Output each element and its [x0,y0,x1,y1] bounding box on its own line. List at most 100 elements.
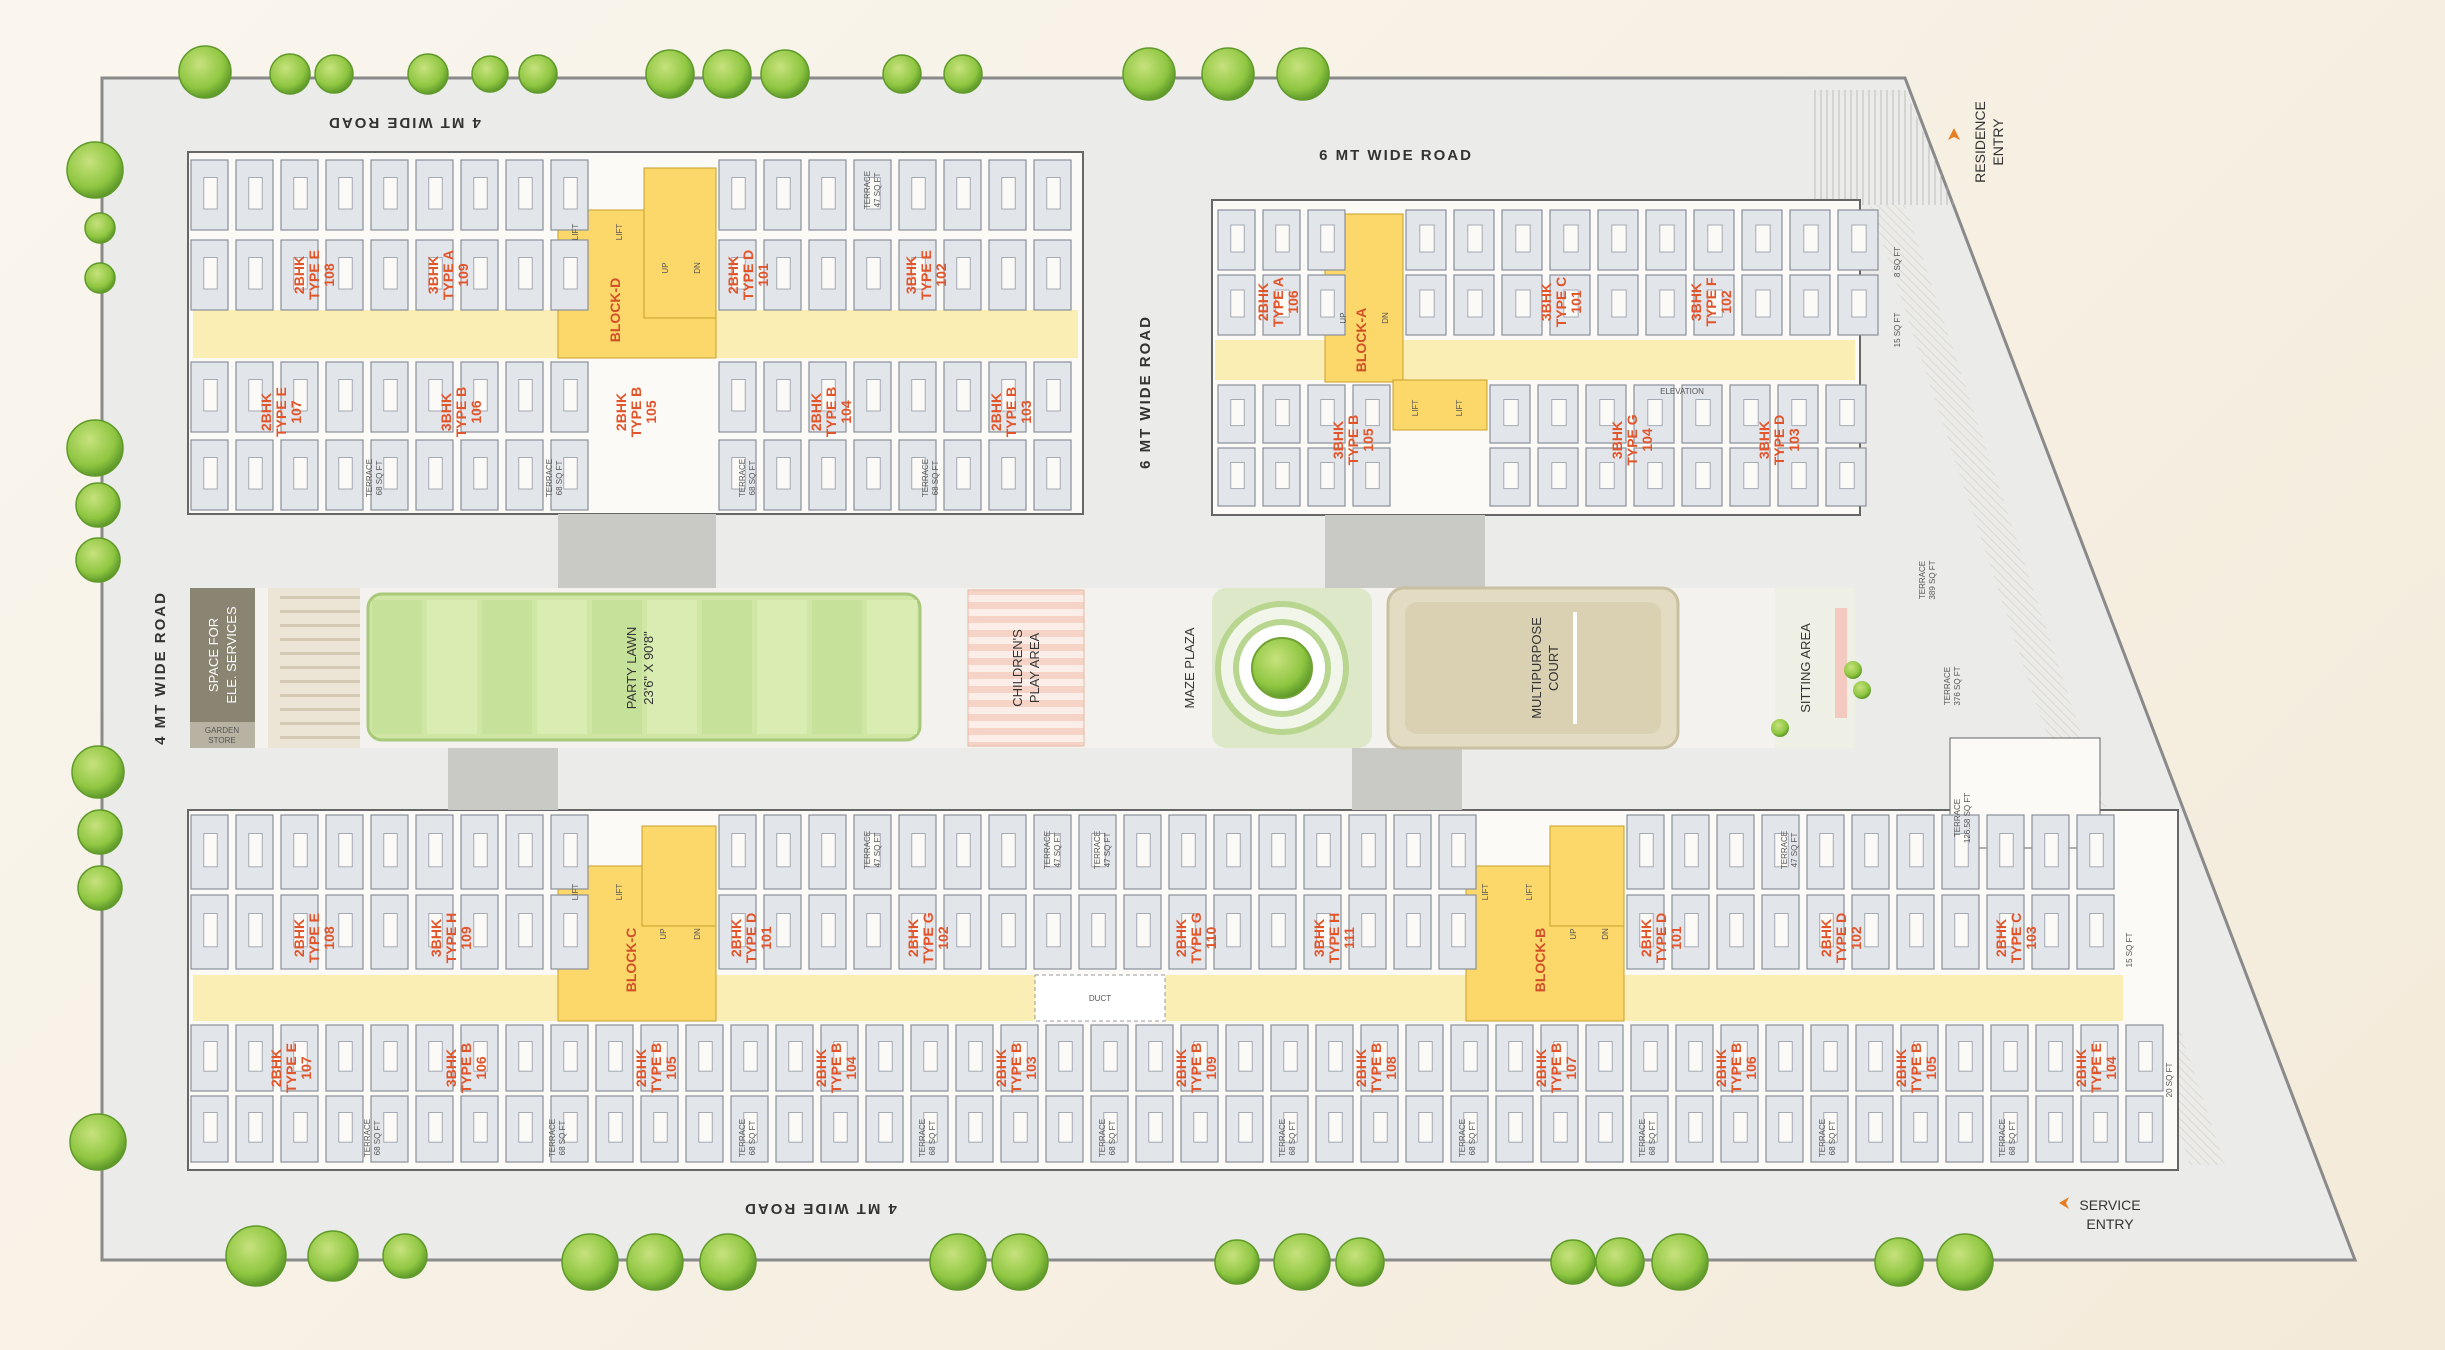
furniture [1999,833,2014,868]
paving-stripe [280,680,360,683]
furniture [383,177,398,210]
furniture [1508,1112,1523,1143]
furniture [563,1112,578,1143]
furniture [1283,1112,1298,1143]
unit-label: 2BHKTYPE B107 [1533,1043,1579,1094]
furniture [1230,224,1245,253]
furniture [1803,224,1819,253]
furniture [563,379,578,412]
furniture [203,913,218,948]
furniture [563,257,578,290]
furniture [776,833,791,868]
furniture [473,833,488,868]
furniture [1851,289,1867,318]
furniture [248,457,263,490]
furniture [293,379,308,412]
room [865,1095,904,1163]
tree-icon [382,1233,428,1279]
road-label-top-right: 6 MT WIDE ROAD [1319,147,1473,164]
terrace-label: TERRACE68 SQ FT [365,459,384,497]
furniture [776,913,791,948]
unit-label: 3BHKTYPE C101 [1538,277,1584,328]
room [1307,209,1346,271]
furniture [956,913,971,948]
furniture [1639,913,1654,948]
block-d-label: BLOCK-D [607,278,623,343]
tree-icon [702,49,752,99]
furniture [1226,913,1241,948]
furniture [1046,257,1061,290]
residence-gate [1810,90,1955,205]
paving-stripe [280,638,360,641]
furniture [1046,457,1061,490]
furniture [428,1112,443,1143]
furniture [1819,833,1834,868]
maze-plaza [1212,588,1372,748]
furniture [1774,913,1789,948]
furniture [956,379,971,412]
lift-label: LIFT [571,884,580,901]
furniture [1755,289,1771,318]
furniture [1361,833,1376,868]
furniture [878,1112,893,1143]
furniture [338,1041,353,1072]
unit-label: 2BHKTYPE A106 [1255,277,1301,327]
unit-label: 3BHKTYPE B106 [443,1043,489,1094]
lift-label: LIFT [1411,400,1420,417]
unit-label: 2BHKTYPE B104 [813,1043,859,1094]
furniture [731,833,746,868]
terrace-label: 8 SQ FT [1893,247,1902,277]
furniture [338,913,353,948]
furniture [1365,462,1380,490]
furniture [1659,289,1675,318]
furniture [1328,1112,1343,1143]
trees [66,45,1994,1291]
terrace-label: TERRACE47 SQ FT [1780,831,1799,869]
furniture [203,177,218,210]
furniture [1958,1041,1973,1072]
dn-label: DN [693,928,702,940]
furniture [518,1112,533,1143]
furniture [788,1112,803,1143]
tree-icon [77,809,123,855]
room [1000,1095,1039,1163]
furniture [1864,913,1879,948]
furniture [1046,379,1061,412]
room [1270,1095,1309,1163]
furniture [383,257,398,290]
tree-icon [1201,47,1255,101]
furniture [518,833,533,868]
unit-label: 2BHKTYPE B103 [988,387,1034,438]
furniture [2089,833,2104,868]
unit-label: 3BHKTYPE F102 [1688,277,1734,326]
terrace-label: TERRACE68 SQ FT [921,459,940,497]
furniture [911,177,926,210]
paving-stripe [280,624,360,627]
terrace-label: TERRACE68 SQ FT [738,1119,757,1157]
room [325,361,364,433]
lawn-band [812,600,862,734]
terrace-label: TERRACE47 SQ FT [863,171,882,209]
room [853,814,892,890]
furniture [776,177,791,210]
dn-label: DN [1601,928,1610,940]
unit-label: 3BHKTYPE D103 [1756,415,1802,466]
furniture [1909,833,1924,868]
furniture [2093,1041,2108,1072]
furniture [776,257,791,290]
furniture [1103,1041,1118,1072]
tree-icon [626,1233,684,1291]
unit-label: 2BHKTYPE D102 [1818,913,1864,964]
lawn-band [867,600,917,734]
furniture [1451,913,1466,948]
furniture [1553,1112,1568,1143]
room [325,1024,364,1092]
furniture [563,177,578,210]
furniture [1551,399,1567,427]
furniture [338,257,353,290]
furniture [2089,913,2104,948]
sitting-area-label: SITTING AREA [1798,623,1813,713]
terrace-label: TERRACE68 SQ FT [545,459,564,497]
furniture [1864,833,1879,868]
